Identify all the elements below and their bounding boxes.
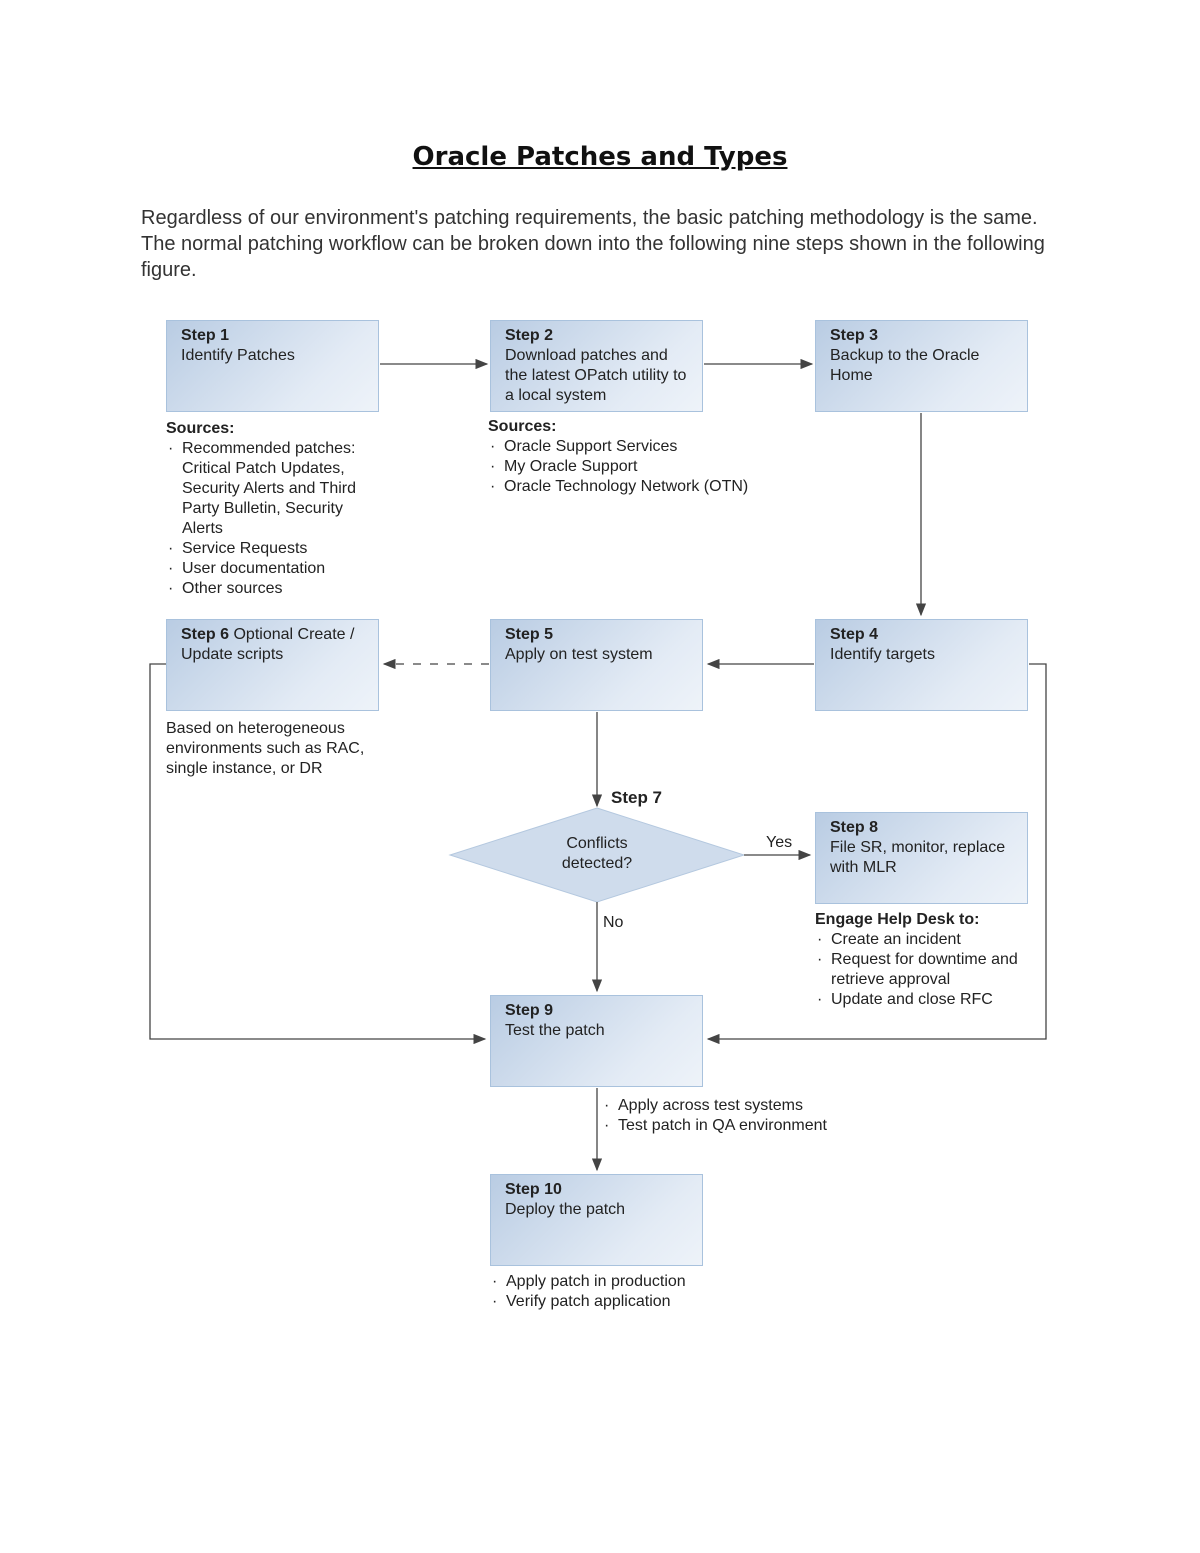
page-title: Oracle Patches and Types — [412, 142, 788, 172]
list-item: Update and close RFC — [815, 990, 1020, 1010]
step-10-text: Deploy the patch — [505, 1201, 626, 1218]
step-1-label: Step 1 — [181, 327, 230, 344]
step-3-text: Backup to the Oracle Home — [830, 347, 980, 384]
step-9-note: Apply across test systems Test patch in … — [602, 1096, 882, 1136]
step-10-note: Apply patch in production Verify patch a… — [490, 1272, 750, 1312]
step-5-text: Apply on test system — [505, 646, 653, 663]
step-2-sources-heading: Sources: — [488, 418, 557, 435]
list-item: Recommended patches: Critical Patch Upda… — [166, 439, 381, 539]
step-2-text: Download patches and the latest OPatch u… — [505, 347, 687, 404]
step-7-label: Step 7 — [611, 788, 663, 807]
intro-paragraph: Regardless of our environment's patching… — [141, 207, 1045, 281]
list-item: Apply patch in production — [490, 1272, 750, 1292]
step-6-box: Step 6 Optional Create / Update scripts — [166, 619, 379, 711]
step-1-sources-note: Sources: Recommended patches: Critical P… — [166, 419, 381, 599]
step-9-note-list: Apply across test systems Test patch in … — [602, 1096, 882, 1136]
yes-label: Yes — [766, 834, 793, 851]
step-4-box: Step 4 Identify targets — [815, 619, 1028, 711]
step-2-label: Step 2 — [505, 327, 554, 344]
step-8-note-list: Create an incident Request for downtime … — [815, 930, 1020, 1010]
list-item: Test patch in QA environment — [602, 1116, 882, 1136]
step-7-question: Conflicts detected? — [561, 835, 633, 872]
list-item: Other sources — [166, 579, 381, 599]
arrow-step6-step9 — [149, 663, 487, 1045]
list-item: Create an incident — [815, 930, 1020, 950]
step-9-label: Step 9 — [505, 1002, 554, 1019]
list-item: Oracle Technology Network (OTN) — [488, 477, 808, 497]
step-8-text: File SR, monitor, replace with MLR — [830, 839, 1006, 876]
step-2-sources-note: Sources: Oracle Support Services My Orac… — [488, 417, 808, 497]
step-8-note: Engage Help Desk to: Create an incident … — [815, 910, 1020, 1010]
list-item: Oracle Support Services — [488, 437, 808, 457]
step-1-box: Step 1 Identify Patches — [166, 320, 379, 412]
list-item: Verify patch application — [490, 1292, 750, 1312]
list-item: User documentation — [166, 559, 381, 579]
step-9-text: Test the patch — [505, 1022, 605, 1039]
step-6-text: Optional Create / Update scripts — [181, 626, 355, 663]
step-9-box: Step 9 Test the patch — [490, 995, 703, 1087]
step-3-box: Step 3 Backup to the Oracle Home — [815, 320, 1028, 412]
step-5-label: Step 5 — [505, 626, 554, 643]
step-2-box: Step 2 Download patches and the latest O… — [490, 320, 703, 412]
step-5-box: Step 5 Apply on test system — [490, 619, 703, 711]
step-10-note-list: Apply patch in production Verify patch a… — [490, 1272, 750, 1312]
list-item: My Oracle Support — [488, 457, 808, 477]
step-6-note: Based on heterogeneous environments such… — [166, 720, 365, 777]
list-item: Apply across test systems — [602, 1096, 882, 1116]
step-4-label: Step 4 — [830, 626, 879, 643]
arrow-step4-step9 — [706, 663, 1047, 1045]
step-10-label: Step 10 — [505, 1181, 562, 1198]
step-6-label: Step 6 — [181, 626, 230, 643]
step-1-sources-list: Recommended patches: Critical Patch Upda… — [166, 439, 381, 599]
no-label: No — [603, 914, 624, 931]
step-8-note-heading: Engage Help Desk to: — [815, 911, 980, 928]
step-1-sources-heading: Sources: — [166, 420, 235, 437]
step-4-text: Identify targets — [830, 646, 935, 663]
step-8-label: Step 8 — [830, 819, 879, 836]
step-8-box: Step 8 File SR, monitor, replace with ML… — [815, 812, 1028, 904]
step-1-text: Identify Patches — [181, 347, 295, 364]
step-10-box: Step 10 Deploy the patch — [490, 1174, 703, 1266]
list-item: Service Requests — [166, 539, 381, 559]
step-3-label: Step 3 — [830, 327, 879, 344]
list-item: Request for downtime and retrieve approv… — [815, 950, 1020, 990]
step-2-sources-list: Oracle Support Services My Oracle Suppor… — [488, 437, 808, 497]
